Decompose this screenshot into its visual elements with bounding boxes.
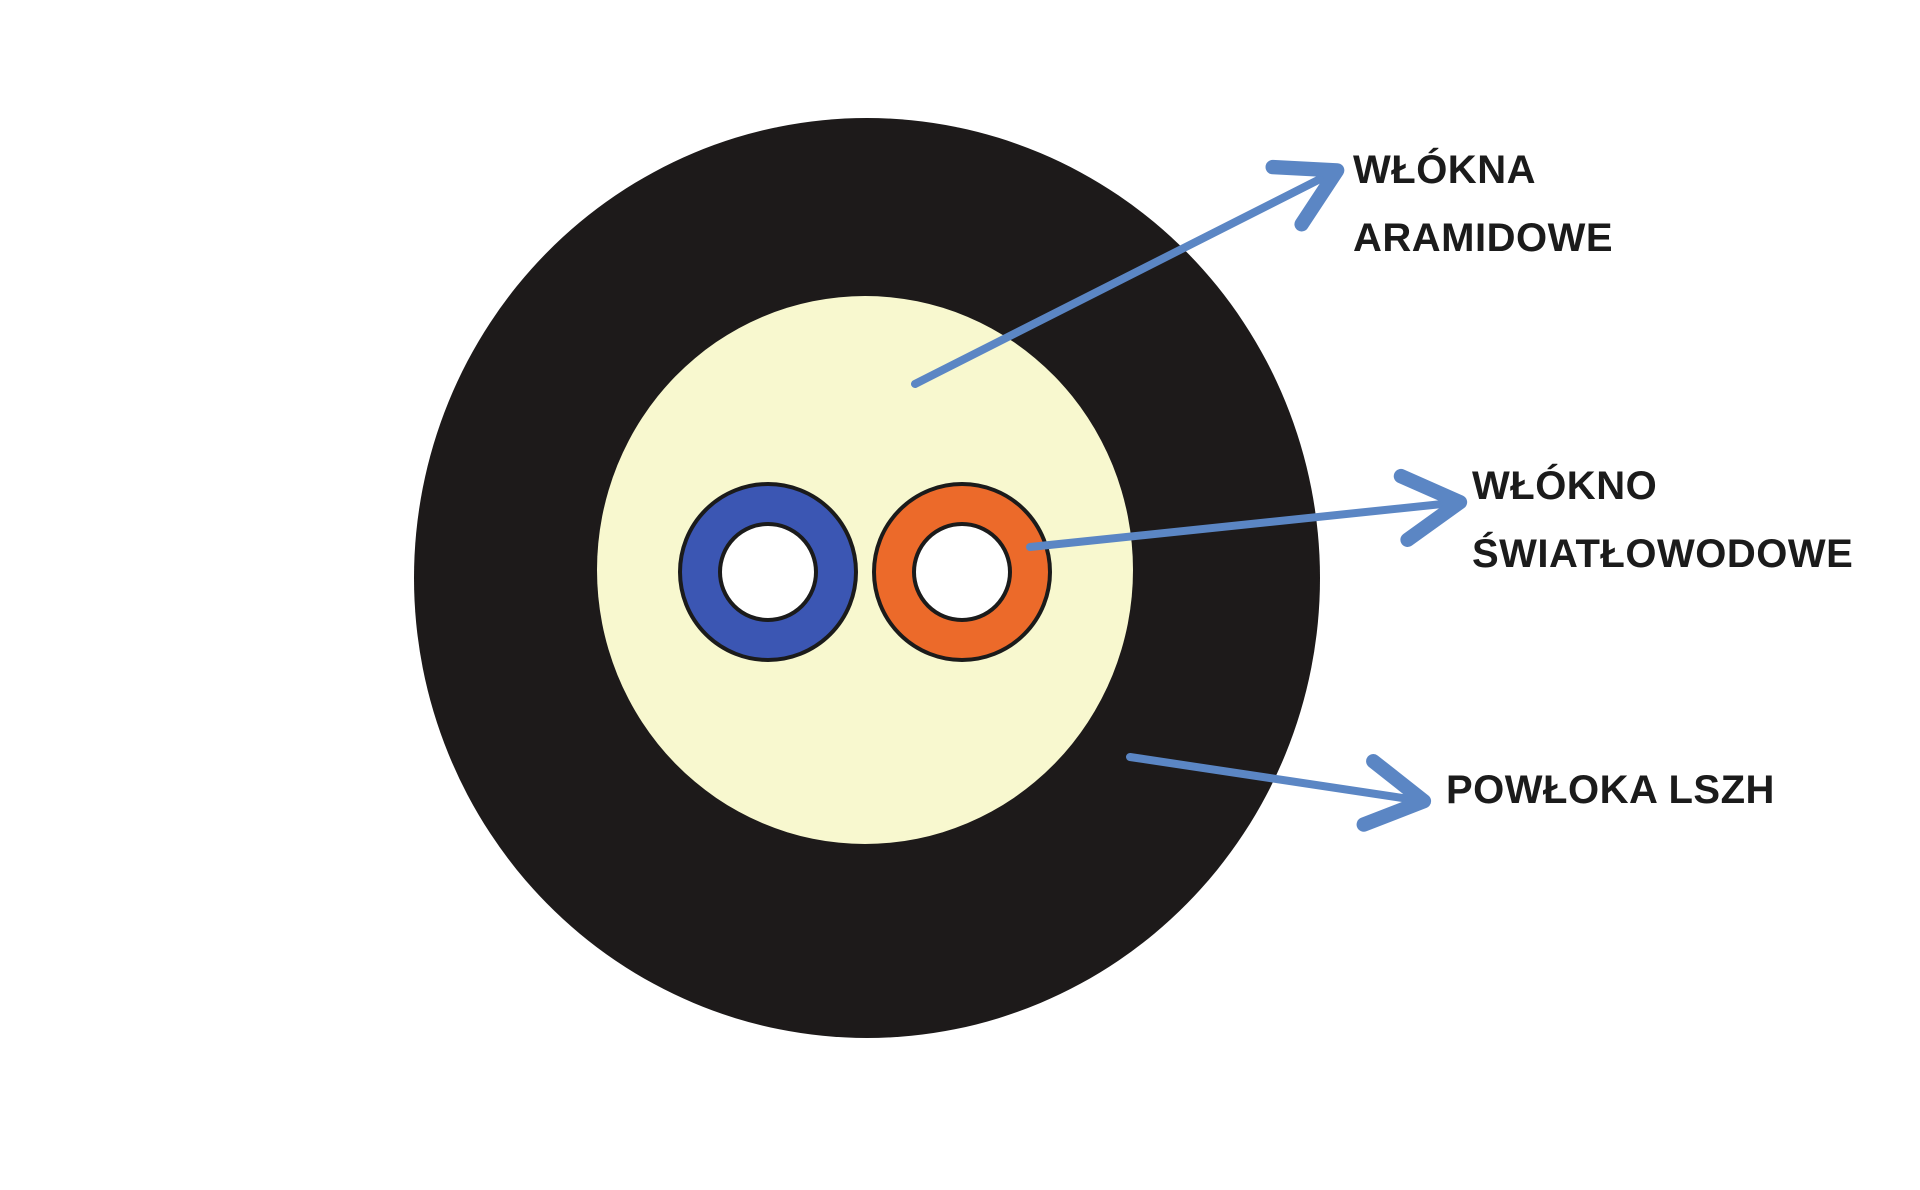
arrow-fiber bbox=[1026, 468, 1468, 551]
label-aramid-line1: WŁÓKNA bbox=[1353, 148, 1536, 192]
fiber-blue-core bbox=[718, 522, 818, 622]
label-aramid-fibers: WŁÓKNA ARAMIDOWE bbox=[1353, 136, 1613, 272]
label-fiber-line1: WŁÓKNO bbox=[1472, 464, 1658, 508]
label-fiber-line2: ŚWIATŁOWODOWE bbox=[1472, 532, 1854, 576]
arrow-jacket bbox=[1126, 753, 1432, 832]
label-optical-fiber: WŁÓKNO ŚWIATŁOWODOWE bbox=[1472, 452, 1853, 588]
arrow-aramid bbox=[911, 159, 1345, 388]
fiber-orange-core bbox=[912, 522, 1012, 622]
label-aramid-line2: ARAMIDOWE bbox=[1353, 216, 1614, 260]
aramid-fiber-layer bbox=[597, 296, 1133, 844]
label-jacket-line1: POWŁOKA LSZH bbox=[1446, 768, 1775, 812]
label-lszh-jacket: POWŁOKA LSZH bbox=[1446, 756, 1775, 824]
